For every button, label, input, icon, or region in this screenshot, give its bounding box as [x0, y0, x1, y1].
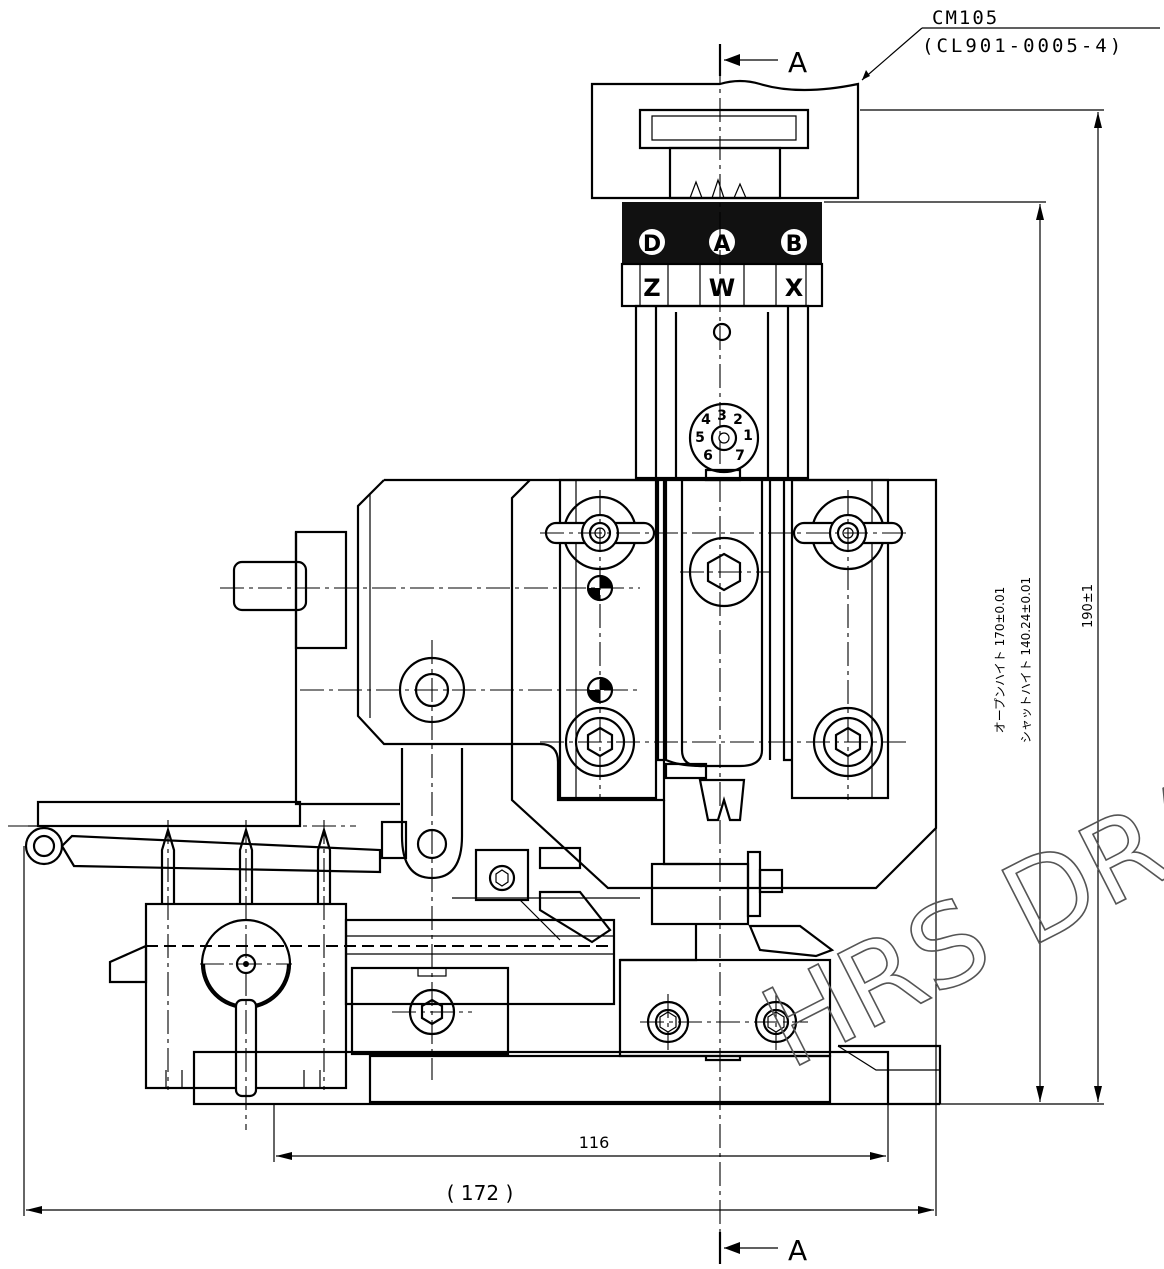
part-code-text: (CL901-0005-4) [922, 35, 1124, 57]
dial-number-1: 1 [743, 428, 753, 444]
dial-ring: D A B Z W X [620, 202, 824, 308]
dial-letter-b: B [786, 232, 803, 257]
rail-assembly [344, 918, 616, 1056]
crimp-tooling [620, 778, 835, 962]
ram-column: 3 2 1 4 5 6 7 [634, 304, 810, 482]
dial-number-5: 5 [695, 430, 705, 446]
press-ram-block [590, 79, 860, 200]
dim-overall-width: ( 172 ) [447, 1181, 514, 1205]
part-callout: CM105 (CL901-0005-4) [861, 7, 1160, 81]
feed-mechanism [452, 846, 640, 944]
section-label-bottom: A [788, 1234, 807, 1267]
dim-open-height: オープンハイト 170±0.01 [993, 587, 1007, 734]
dial-number-6: 6 [703, 448, 713, 464]
watermark-text: HRS DRAWING [743, 609, 1164, 1094]
dial-number-2: 2 [733, 412, 743, 428]
dimension-lines [23, 109, 1104, 1216]
main-frame [232, 478, 938, 890]
dim-base-width: 116 [579, 1133, 610, 1152]
section-label-top: A [788, 46, 807, 79]
dial-letter-d: D [643, 232, 661, 257]
dial-number-4: 4 [701, 412, 711, 428]
dial-letter-w: W [709, 274, 735, 302]
feed-link [380, 748, 464, 880]
center-lines [8, 60, 910, 1240]
part-number-text: CM105 [932, 7, 999, 29]
dial-number-3: 3 [717, 408, 727, 424]
dial-letter-a: A [713, 232, 730, 257]
dial-letter-z: Z [643, 274, 660, 302]
dial-number-7: 7 [735, 448, 745, 464]
dial-letter-x: X [785, 274, 804, 302]
dim-total-height: 190±1 [1081, 584, 1096, 628]
section-marker-top: A [718, 44, 807, 79]
section-marker-bottom: A [718, 1232, 807, 1267]
base-plate [192, 1050, 940, 1106]
dim-shut-height: シャットハイト 140.24±0.01 [1019, 577, 1033, 743]
